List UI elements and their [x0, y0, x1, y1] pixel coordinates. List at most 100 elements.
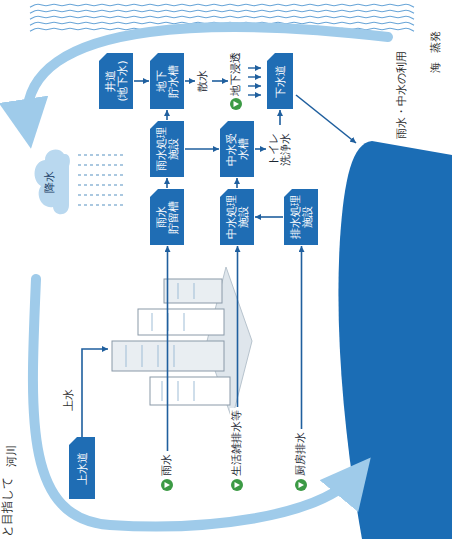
- marker-circle: [161, 479, 173, 491]
- process-box: 雨水 貯留槽: [150, 189, 184, 245]
- node-text: 降水: [44, 171, 57, 193]
- flow-connector: [279, 110, 281, 125]
- use-label: トイレ 洗浄水: [267, 126, 294, 172]
- text-label: 海: [430, 62, 443, 73]
- rain-stroke: [78, 154, 124, 155]
- tank-box: 中水受 水槽: [220, 121, 254, 177]
- window-row: [126, 345, 127, 367]
- node-text: 下水道: [274, 65, 286, 98]
- marker-circle: [231, 479, 243, 491]
- tank-box: 地下 貯水槽: [150, 53, 184, 109]
- rain-strokes: [78, 155, 124, 205]
- flow-connector: [185, 80, 195, 82]
- city-illustration: [112, 267, 252, 419]
- window-row: [174, 345, 175, 367]
- well-box: 井道 (地下水): [99, 53, 133, 109]
- window-row: [152, 313, 153, 331]
- process-box: 雨水処理 施設: [150, 121, 184, 177]
- flow-connector: [166, 178, 168, 188]
- window-row: [184, 313, 185, 331]
- diagram-title: 雨水・中水の利用: [396, 51, 409, 139]
- building-windows: [126, 283, 194, 401]
- flow-connector: [167, 246, 169, 451]
- rain-cloud: 降水: [28, 146, 72, 218]
- node-text: 厨房排水: [295, 432, 308, 476]
- flow-connector: [134, 80, 149, 82]
- evaporation-arc: [27, 27, 388, 129]
- marker-icon: [231, 479, 243, 491]
- source-label: 生活雑排水等: [230, 408, 245, 493]
- rain-stroke: [78, 174, 124, 175]
- rain-stroke: [78, 194, 124, 195]
- node-text: トイレ 洗浄水: [268, 128, 293, 170]
- seepage-arrow: [248, 94, 261, 95]
- node-text: 地下 貯水槽: [155, 56, 179, 106]
- wave-line: [30, 16, 414, 19]
- process-box: 排水処理 施設: [284, 189, 318, 245]
- window-row: [162, 381, 163, 401]
- seepage-arrow: [248, 76, 261, 77]
- building: [138, 309, 224, 335]
- window-row: [178, 283, 179, 299]
- marker-icon: [295, 479, 307, 491]
- text-label: と目指して: [1, 477, 15, 537]
- flow-connector: [237, 246, 239, 407]
- marker-circle: [230, 99, 242, 111]
- river-arc: [33, 279, 358, 526]
- window-row: [158, 345, 159, 367]
- marker-triangle: [298, 482, 304, 488]
- text-label: 蒸発: [430, 31, 443, 53]
- node-text: 井道 (地下水): [104, 56, 128, 106]
- rain-stroke: [78, 164, 124, 165]
- flow-connector: [185, 148, 219, 150]
- node-text: 雨水: [161, 454, 174, 476]
- source-label: 雨水: [160, 452, 175, 493]
- marker-triangle: [233, 102, 239, 108]
- node-text: 中水処理 施設: [225, 192, 249, 242]
- flow-connector: [166, 110, 168, 120]
- sewer-outflow-line: [296, 95, 356, 143]
- marker-icon: [161, 479, 173, 491]
- marker-icon: [230, 99, 242, 111]
- node-text: 地下浸透: [230, 52, 243, 96]
- flow-connector: [236, 178, 238, 188]
- text-label: 河川: [6, 445, 19, 467]
- rain-stroke: [78, 204, 124, 205]
- window-row: [142, 345, 143, 367]
- marker-triangle: [164, 482, 170, 488]
- window-row: [178, 381, 179, 401]
- flow-connector: [212, 80, 228, 82]
- flow-connector: [255, 216, 283, 218]
- water-supply-line: [82, 349, 108, 437]
- node-text: 雨水 貯留槽: [155, 192, 179, 242]
- text-label: 上水: [63, 389, 76, 411]
- rain-stroke: [78, 184, 124, 185]
- seepage-arrow: [248, 85, 261, 86]
- flow-connector: [255, 148, 266, 150]
- building: [150, 377, 230, 405]
- use-label: 散水: [196, 68, 211, 94]
- seepage-arrow: [248, 67, 261, 68]
- cloud-shape: [35, 149, 70, 214]
- process-box: 中水処理 施設: [220, 189, 254, 245]
- window-row: [194, 283, 195, 299]
- node-text: 排水処理 施設: [289, 192, 313, 242]
- wave-line: [30, 10, 414, 13]
- wave-line: [30, 4, 414, 7]
- seepage-label: 地下浸透: [229, 50, 244, 113]
- window-row: [194, 381, 195, 401]
- node-text: 雨水処理 施設: [155, 124, 179, 174]
- node-text: 生活雑排水等: [231, 410, 244, 476]
- source-label: 厨房排水: [294, 430, 309, 493]
- seepage-arrows: [248, 68, 261, 95]
- supply-box: 上水道: [69, 437, 95, 499]
- node-text: 散水: [197, 70, 210, 92]
- sewer-box: 下水道: [267, 53, 293, 109]
- building: [164, 279, 222, 303]
- node-text: 中水受 水槽: [225, 124, 249, 174]
- node-text: 上水道: [76, 452, 88, 485]
- marker-circle: [295, 479, 307, 491]
- marker-triangle: [234, 482, 240, 488]
